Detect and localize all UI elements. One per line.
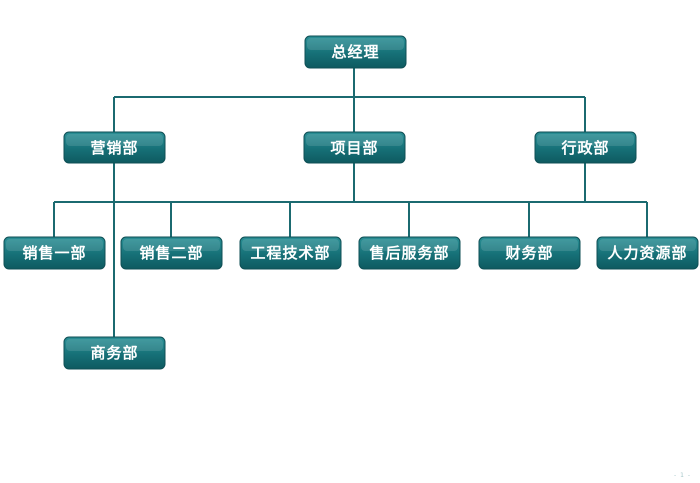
node-business-label: 商务部 xyxy=(90,344,138,362)
node-finance: 财务部 xyxy=(478,236,581,270)
node-hr: 人力资源部 xyxy=(596,236,699,270)
page-number: - 1 - xyxy=(674,472,691,479)
node-sales-2-label: 销售二部 xyxy=(139,244,203,262)
node-finance-label: 财务部 xyxy=(505,244,553,262)
node-sales-1: 销售一部 xyxy=(3,236,106,270)
node-marketing-label: 营销部 xyxy=(90,139,138,157)
node-project: 项目部 xyxy=(303,131,406,164)
connectors xyxy=(53,68,648,337)
node-after-sales: 售后服务部 xyxy=(358,236,461,270)
node-admin: 行政部 xyxy=(534,131,637,164)
node-general-manager-label: 总经理 xyxy=(331,43,379,61)
node-sales-1-label: 销售一部 xyxy=(22,244,86,262)
node-engineering-label: 工程技术部 xyxy=(250,244,330,262)
node-project-label: 项目部 xyxy=(330,139,378,157)
node-after-sales-label: 售后服务部 xyxy=(369,244,449,262)
node-marketing: 营销部 xyxy=(63,131,166,164)
node-sales-2: 销售二部 xyxy=(120,236,223,270)
node-admin-label: 行政部 xyxy=(560,139,609,157)
node-general-manager: 总经理 xyxy=(304,35,407,69)
node-engineering: 工程技术部 xyxy=(239,236,342,270)
node-hr-label: 人力资源部 xyxy=(607,244,687,262)
node-business: 商务部 xyxy=(63,336,166,370)
